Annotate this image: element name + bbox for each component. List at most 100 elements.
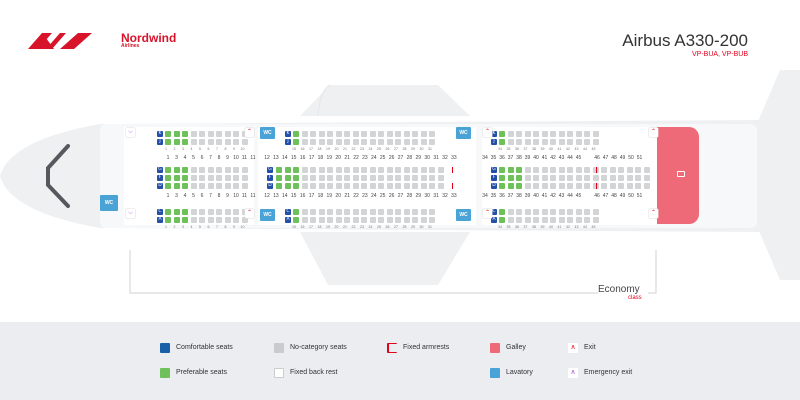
no-category-seat[interactable] (412, 139, 418, 145)
no-category-seat[interactable] (558, 209, 565, 215)
no-category-seat[interactable] (541, 217, 548, 223)
no-category-seat[interactable] (301, 183, 308, 189)
no-category-seat[interactable] (541, 131, 548, 137)
no-category-seat[interactable] (507, 209, 514, 215)
no-category-seat[interactable] (533, 209, 539, 215)
no-category-seat[interactable] (344, 217, 350, 223)
no-category-seat[interactable] (643, 175, 650, 181)
preferable-seat[interactable] (165, 183, 171, 189)
no-category-seat[interactable] (335, 209, 342, 215)
preferable-seat[interactable] (173, 183, 180, 189)
no-category-seat[interactable] (592, 175, 599, 181)
no-category-seat[interactable] (533, 175, 539, 181)
no-category-seat[interactable] (412, 131, 418, 137)
preferable-seat[interactable] (173, 217, 180, 223)
no-category-seat[interactable] (507, 139, 514, 145)
no-category-seat[interactable] (567, 167, 573, 173)
no-category-seat[interactable] (327, 175, 333, 181)
no-category-seat[interactable] (344, 167, 350, 173)
preferable-seat[interactable] (293, 183, 299, 189)
no-category-seat[interactable] (403, 131, 410, 137)
no-category-seat[interactable] (567, 131, 573, 137)
preferable-seat[interactable] (516, 175, 522, 181)
no-category-seat[interactable] (403, 217, 410, 223)
no-category-seat[interactable] (412, 209, 418, 215)
no-category-seat[interactable] (567, 217, 573, 223)
no-category-seat[interactable] (524, 175, 531, 181)
no-category-seat[interactable] (318, 209, 325, 215)
preferable-seat[interactable] (293, 209, 299, 215)
no-category-seat[interactable] (575, 175, 582, 181)
no-category-seat[interactable] (533, 183, 539, 189)
no-category-seat[interactable] (592, 139, 599, 145)
no-category-seat[interactable] (378, 175, 384, 181)
no-category-seat[interactable] (609, 167, 616, 173)
no-category-seat[interactable] (429, 131, 435, 137)
no-category-seat[interactable] (626, 167, 633, 173)
no-category-seat[interactable] (635, 167, 641, 173)
no-category-seat[interactable] (386, 183, 393, 189)
no-category-seat[interactable] (301, 131, 308, 137)
no-category-seat[interactable] (318, 131, 325, 137)
no-category-seat[interactable] (516, 217, 522, 223)
no-category-seat[interactable] (352, 131, 359, 137)
no-category-seat[interactable] (609, 175, 616, 181)
preferable-seat[interactable] (284, 167, 291, 173)
no-category-seat[interactable] (584, 131, 590, 137)
no-category-seat[interactable] (335, 217, 342, 223)
no-category-seat[interactable] (190, 139, 197, 145)
no-category-seat[interactable] (550, 183, 556, 189)
no-category-seat[interactable] (429, 209, 435, 215)
preferable-seat[interactable] (165, 175, 171, 181)
no-category-seat[interactable] (224, 167, 231, 173)
no-category-seat[interactable] (524, 209, 531, 215)
no-category-seat[interactable] (378, 209, 384, 215)
preferable-seat[interactable] (499, 183, 505, 189)
no-category-seat[interactable] (507, 131, 514, 137)
no-category-seat[interactable] (429, 217, 435, 223)
no-category-seat[interactable] (216, 183, 222, 189)
no-category-seat[interactable] (558, 167, 565, 173)
no-category-seat[interactable] (395, 217, 401, 223)
no-category-seat[interactable] (558, 131, 565, 137)
no-category-seat[interactable] (550, 131, 556, 137)
no-category-seat[interactable] (199, 209, 205, 215)
no-category-seat[interactable] (541, 175, 548, 181)
no-category-seat[interactable] (618, 183, 624, 189)
no-category-seat[interactable] (429, 175, 435, 181)
no-category-seat[interactable] (352, 209, 359, 215)
no-category-seat[interactable] (301, 175, 308, 181)
no-category-seat[interactable] (310, 139, 316, 145)
no-category-seat[interactable] (318, 175, 325, 181)
no-category-seat[interactable] (207, 167, 214, 173)
no-category-seat[interactable] (318, 139, 325, 145)
no-category-seat[interactable] (190, 183, 197, 189)
no-category-seat[interactable] (361, 217, 367, 223)
no-category-seat[interactable] (190, 175, 197, 181)
no-category-seat[interactable] (550, 209, 556, 215)
no-category-seat[interactable] (241, 139, 248, 145)
no-category-seat[interactable] (558, 175, 565, 181)
preferable-seat[interactable] (182, 139, 188, 145)
no-category-seat[interactable] (420, 209, 427, 215)
no-category-seat[interactable] (241, 175, 248, 181)
no-category-seat[interactable] (233, 209, 239, 215)
no-category-seat[interactable] (199, 131, 205, 137)
no-category-seat[interactable] (420, 175, 427, 181)
no-category-seat[interactable] (241, 183, 248, 189)
no-category-seat[interactable] (618, 167, 624, 173)
no-category-seat[interactable] (420, 167, 427, 173)
no-category-seat[interactable] (199, 183, 205, 189)
no-category-seat[interactable] (224, 175, 231, 181)
no-category-seat[interactable] (190, 209, 197, 215)
no-category-seat[interactable] (386, 209, 393, 215)
no-category-seat[interactable] (224, 139, 231, 145)
no-category-seat[interactable] (369, 209, 376, 215)
no-category-seat[interactable] (558, 139, 565, 145)
no-category-seat[interactable] (386, 217, 393, 223)
no-category-seat[interactable] (207, 131, 214, 137)
preferable-seat[interactable] (284, 175, 291, 181)
preferable-seat[interactable] (165, 217, 171, 223)
no-category-seat[interactable] (352, 167, 359, 173)
no-category-seat[interactable] (507, 217, 514, 223)
